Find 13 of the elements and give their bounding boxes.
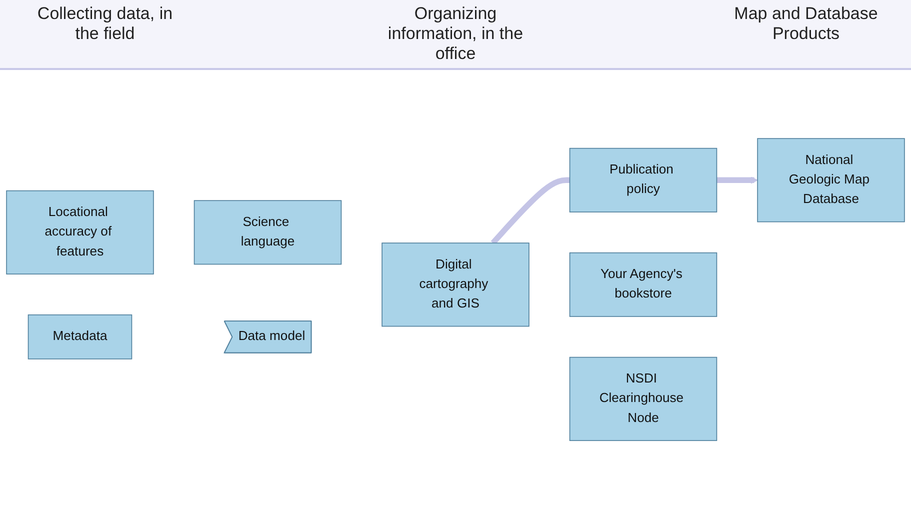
connector <box>490 178 570 246</box>
column-heading: Map and Database Products <box>733 4 879 45</box>
node-box: Metadata <box>28 314 132 360</box>
column-heading: Collecting data, in the field <box>36 4 174 45</box>
node-box: Your Agency's bookstore <box>569 252 718 318</box>
node-box: Science language <box>194 200 342 266</box>
node-box: Digital cartography and GIS <box>382 243 530 328</box>
node-box: National Geologic Map Database <box>757 138 905 223</box>
arrow <box>716 177 758 184</box>
node-box: Locational accuracy of features <box>6 190 154 275</box>
column-heading: Organizing information, in the office <box>386 4 524 64</box>
node-box: Publication policy <box>569 148 718 213</box>
node-box: NSDI Clearinghouse Node <box>569 357 718 442</box>
